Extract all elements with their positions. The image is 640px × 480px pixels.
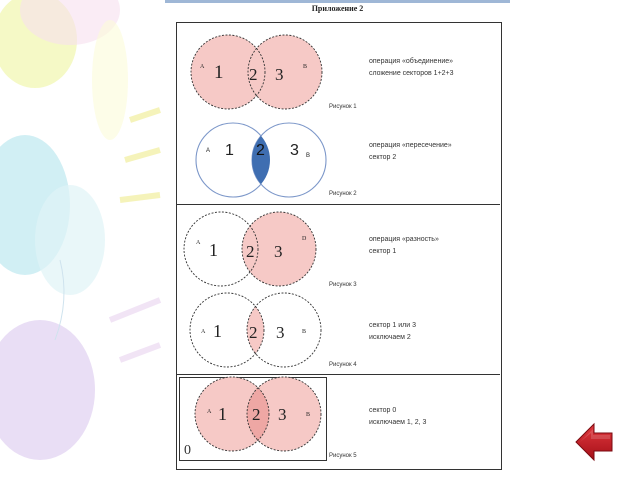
sector-1-number: 1	[218, 404, 227, 424]
left-arrow-icon	[575, 422, 613, 462]
set-label-b: В	[306, 153, 310, 159]
figure-4-description: сектор 1 или 3 исключаем 2	[369, 320, 416, 344]
page-title: Приложение 2	[311, 4, 364, 13]
venn-circle-b	[246, 292, 322, 368]
description-line: сектор 0	[369, 407, 397, 414]
venn-circle-a	[183, 211, 259, 287]
description-line: операция «пересечение»	[369, 142, 452, 149]
venn-figure-3	[183, 211, 317, 287]
table-frame	[176, 22, 502, 470]
figure-2-caption: Рисунок 2	[329, 191, 357, 197]
venn-circle-a	[191, 35, 265, 109]
sector-3-number: 3	[275, 65, 284, 84]
set-label-a: А	[201, 329, 206, 335]
venn-figure-4	[189, 292, 322, 368]
figure-3-caption: Рисунок 3	[329, 282, 357, 288]
figure-5-caption: Рисунок 5	[329, 453, 357, 459]
sector-2-number: 2	[252, 405, 261, 424]
sector-3-number: 3	[290, 142, 299, 159]
sector-3-number: 3	[274, 242, 283, 261]
sector-2-number: 2	[246, 242, 255, 261]
figure-1-caption: Рисунок 1	[329, 104, 357, 110]
set-label-a: А	[196, 240, 201, 246]
universe-box	[179, 377, 327, 461]
set-label-b: D	[302, 236, 307, 242]
table-row-separator	[176, 374, 500, 375]
figure-1-description: операция «объединение» сложение секторов…	[369, 56, 454, 80]
figure-4-caption: Рисунок 4	[329, 362, 357, 368]
description-line: сектор 1 или 3	[369, 322, 416, 329]
page-top-bar	[165, 0, 510, 3]
set-label-a: А	[200, 64, 205, 70]
venn-figure-1	[190, 34, 323, 110]
sector-1-number: 1	[214, 62, 224, 83]
set-label-b: В	[302, 329, 306, 335]
description-line: сектор 1	[369, 248, 397, 255]
figure-3-description: операция «разность» сектор 1	[369, 234, 439, 258]
venn-figure-2	[195, 122, 327, 198]
description-line: исключаем 2	[369, 334, 411, 341]
sector-1-number: 1	[213, 321, 222, 341]
set-label-b: В	[303, 64, 307, 70]
figure-2-description: операция «пересечение» сектор 2	[369, 140, 452, 164]
set-label-b: В	[306, 412, 310, 418]
sector-1-number: 1	[225, 142, 234, 159]
sector-3-number: 3	[276, 323, 285, 342]
description-line: сектор 2	[369, 154, 397, 161]
venn-circle-a	[195, 377, 269, 451]
sector-2-number: 2	[249, 65, 258, 84]
figure-5-description: сектор 0 исключаем 1, 2, 3	[369, 405, 426, 429]
venn-circle-a	[189, 292, 265, 368]
description-line: исключаем 1, 2, 3	[369, 419, 427, 426]
sector-0-number: 0	[184, 443, 191, 458]
sector-2-number: 2	[249, 323, 258, 342]
description-line: операция «разность»	[369, 236, 439, 243]
venn-circle-b	[247, 377, 321, 451]
set-label-a: А	[207, 409, 212, 415]
back-button[interactable]	[574, 421, 614, 463]
venn-figure-5	[194, 376, 322, 452]
venn-circle-b	[242, 212, 316, 286]
table-row-separator	[176, 204, 500, 205]
set-label-a: А	[206, 148, 210, 154]
sector-3-number: 3	[278, 405, 287, 424]
sector-2-number: 2	[256, 142, 265, 159]
description-line: операция «объединение»	[369, 58, 454, 65]
sector-1-number: 1	[209, 240, 218, 260]
description-line: сложение секторов 1+2+3	[369, 70, 454, 77]
venn-circle-b	[248, 35, 322, 109]
